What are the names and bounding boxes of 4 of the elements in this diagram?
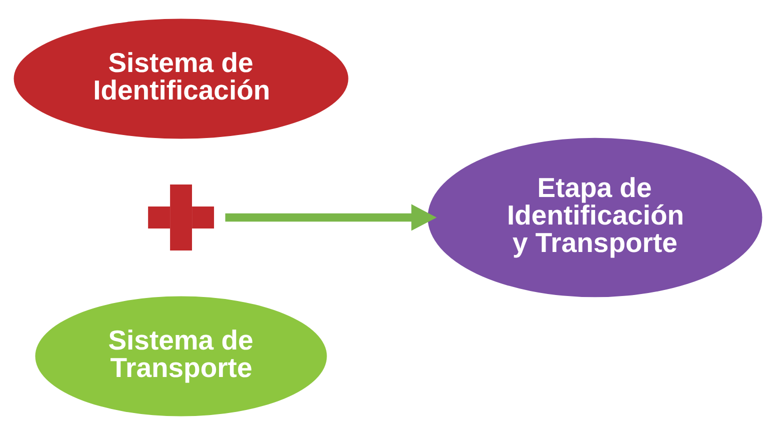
arrow bbox=[225, 204, 437, 230]
node-ellipse: Sistema de Identificación bbox=[14, 18, 348, 138]
node-ellipse: Sistema de Transporte bbox=[35, 296, 327, 416]
node-ellipse: Etapa de Identificación y Transporte bbox=[428, 137, 762, 297]
